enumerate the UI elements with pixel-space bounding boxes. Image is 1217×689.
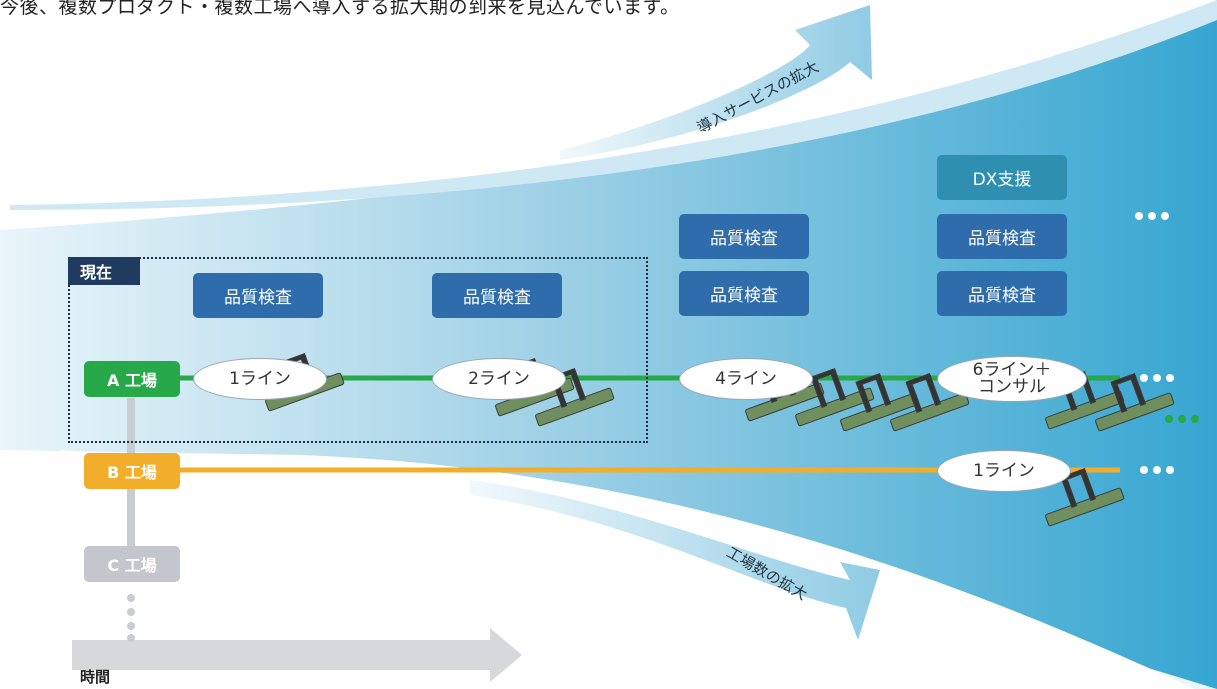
current-tag: 現在 [68,257,140,285]
factory-a-label: A 工場 [84,361,180,397]
factory-c-label: C 工場 [84,546,180,582]
quality-inspection-box: 品質検査 [679,271,809,316]
ellipsis-icon [1165,415,1199,423]
fan-upper-sweep [10,0,1217,210]
line-count-oval: 1ライン [193,358,327,400]
line-count-text: 6ライン＋ [972,360,1052,380]
factories-arrow [470,480,880,640]
ellipsis-icon [1135,212,1169,220]
quality-inspection-box: 品質検査 [432,273,562,318]
line-count-oval: 1ライン [937,450,1071,492]
line-count-oval: 2ライン [432,358,566,400]
quality-inspection-box: 品質検査 [193,273,323,318]
headline: 今後、複数プロダクト・複数工場へ導入する拡大期の到来を見込んでいます。 [0,0,680,18]
quality-inspection-box: 品質検査 [937,271,1067,316]
dx-support-box: DX支援 [937,155,1067,200]
time-arrow [72,628,522,682]
ellipsis-icon [1140,374,1174,382]
current-frame [68,257,648,443]
line-count-oval: 6ライン＋ コンサル [937,356,1087,402]
quality-inspection-box: 品質検査 [679,214,809,259]
factory-b-label: B 工場 [84,453,180,489]
time-axis-label: 時間 [80,668,111,686]
line-count-text: コンサル [978,377,1046,397]
ellipsis-icon [1140,466,1174,474]
fan-lower-highlight [60,450,1217,689]
line-count-oval: 4ライン [679,358,813,400]
services-arrow [560,5,872,160]
quality-inspection-box: 品質検査 [937,214,1067,259]
production-line-icon [265,353,1175,527]
